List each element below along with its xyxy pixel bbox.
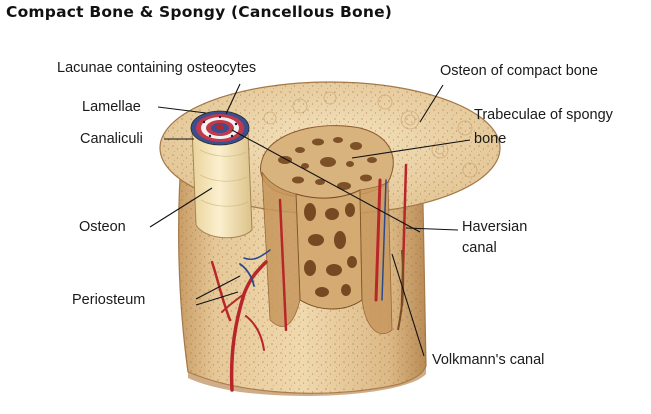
label-haversian-line1: Haversian bbox=[462, 219, 527, 236]
label-osteon: Osteon bbox=[79, 219, 126, 236]
label-volkmanns-canal: Volkmann's canal bbox=[432, 352, 544, 369]
label-lacunae: Lacunae containing osteocytes bbox=[57, 60, 256, 77]
label-periosteum: Periosteum bbox=[72, 292, 145, 309]
label-lamellae: Lamellae bbox=[82, 99, 141, 116]
label-osteon-of-compact-bone: Osteon of compact bone bbox=[440, 63, 598, 80]
label-canaliculi: Canaliculi bbox=[80, 131, 143, 148]
diagram-title: Compact Bone & Spongy (Cancellous Bone) bbox=[6, 3, 392, 21]
label-trabeculae-line2: bone bbox=[474, 131, 506, 148]
label-trabeculae-line1: Trabeculae of spongy bbox=[474, 107, 613, 124]
label-haversian-line2: canal bbox=[462, 240, 497, 257]
